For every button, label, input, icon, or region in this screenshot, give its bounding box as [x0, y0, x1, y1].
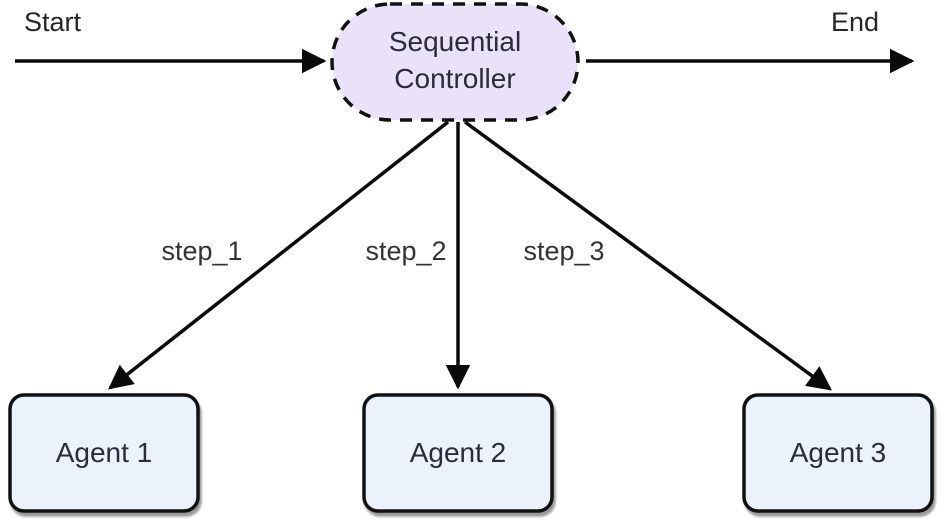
edge-label-step-1: step_1 — [161, 236, 242, 266]
end-label: End — [831, 7, 879, 37]
agent-2-node-shape — [362, 393, 554, 513]
edge-step-3 — [463, 120, 832, 391]
agent-3-label: Agent 3 — [790, 437, 887, 468]
agent-1-label: Agent 1 — [56, 437, 153, 468]
controller-node-shape — [330, 2, 580, 122]
agent-1-node-shape — [8, 393, 200, 513]
agent-3-node-shape — [742, 393, 934, 513]
agent-1-node: Agent 1 — [8, 393, 200, 513]
start-label: Start — [24, 7, 82, 37]
agent-2-label: Agent 2 — [410, 437, 507, 468]
controller-label-line1: Sequential — [389, 26, 521, 57]
controller-node: Sequential Controller — [330, 2, 580, 122]
controller-label-line2: Controller — [394, 63, 515, 94]
edge-label-step-2: step_2 — [365, 236, 446, 266]
edge-step-1 — [108, 120, 450, 390]
agent-3-node: Agent 3 — [742, 393, 934, 513]
agent-2-node: Agent 2 — [362, 393, 554, 513]
edge-label-step-3: step_3 — [523, 236, 604, 266]
